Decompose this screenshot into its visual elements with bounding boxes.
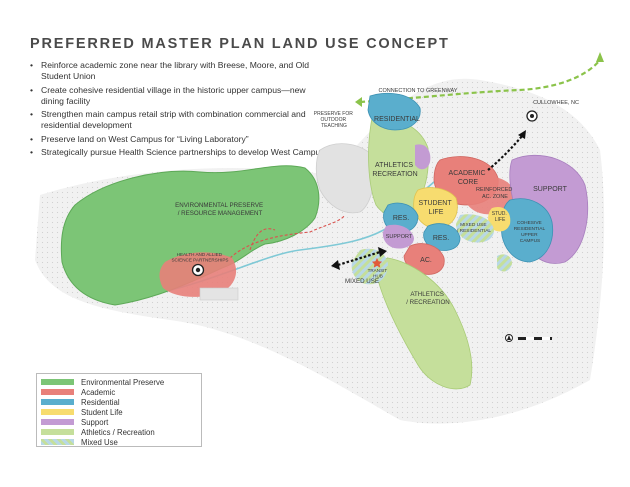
legend-swatch [41, 429, 74, 435]
connection-arrow-icon [518, 130, 526, 139]
map-label-residential: RESIDENTIAL [374, 116, 420, 123]
legend-swatch [41, 379, 74, 385]
page-title: PREFERRED MASTER PLAN LAND USE CONCEPT [30, 36, 450, 52]
scale-bar-segment [542, 337, 550, 340]
legend-label: Athletics / Recreation [81, 427, 155, 437]
bullet-item: Create cohesive residential village in t… [30, 85, 330, 107]
environmental-preserve-zone [60, 165, 320, 306]
greenway-path [359, 59, 601, 104]
map-label-mixed-use: MIXED USE [345, 278, 379, 285]
building-footprint [199, 287, 239, 301]
map-label-res-1: RES. [393, 215, 409, 222]
map-legend: Environmental Preserve Academic Resident… [36, 373, 202, 447]
legend-item: Athletics / Recreation [41, 427, 201, 437]
connection-arrow-left-icon [331, 260, 340, 270]
target-icon-center [530, 114, 534, 118]
bullet-list: Reinforce academic zone near the library… [30, 60, 330, 161]
transit-hub-icon [371, 258, 383, 268]
map-label-cullowhee: CULLOWHEE, NC [533, 100, 579, 106]
greenway-arrow-left-icon [355, 97, 362, 107]
legend-item: Student Life [41, 407, 201, 417]
bullet-item: Preserve land on West Campus for “Living… [30, 134, 330, 145]
residential-zone-center [423, 223, 461, 251]
bullet-item: Strengthen main campus retail strip with… [30, 109, 330, 131]
legend-label: Mixed Use [81, 437, 118, 447]
legend-swatch [41, 439, 74, 445]
legend-item: Environmental Preserve [41, 377, 201, 387]
target-icon-center [195, 267, 201, 273]
map-label-outdoor-teaching: PRESERVE FOR OUTDOOR TEACHING [314, 111, 354, 129]
map-label-support-small: SUPPORT [386, 234, 413, 240]
legend-label: Environmental Preserve [81, 377, 165, 387]
connection-arrow-right-icon [378, 247, 387, 257]
map-label-stud-life: STUD. LIFE [492, 211, 508, 223]
map-label-academic-core: ACADEMIC CORE [449, 170, 488, 186]
legend-label: Academic [81, 387, 116, 397]
legend-swatch [41, 389, 74, 395]
mixed-use-zone-east [497, 254, 512, 272]
legend-swatch [41, 419, 74, 425]
map-label-student-life: STUDENT LIFE [419, 200, 454, 216]
map-label-support: SUPPORT [533, 186, 567, 193]
legend-item: Mixed Use [41, 437, 201, 447]
stud-life-zone [488, 206, 511, 232]
reinforced-ac-zone [464, 176, 516, 215]
mixed-use-residential-zone [456, 214, 494, 243]
trail-path [229, 214, 346, 259]
map-label-connection-greenway: CONNECTION TO GREENWAY [379, 88, 458, 94]
north-arrow-needle [507, 335, 511, 340]
bullet-item: Strategically pursue Health Science part… [30, 147, 330, 158]
scale-bar [518, 337, 552, 340]
map-label-athletics-recreation-bottom: ATHLETICS / RECREATION [406, 291, 450, 306]
residential-zone-top [367, 92, 421, 131]
bullet-item: Reinforce academic zone near the library… [30, 60, 330, 82]
outdoor-teaching-zone [315, 143, 375, 214]
map-label-cohesive-residential: COHESIVE RESIDENTIAL UPPER CAMPUS [514, 220, 547, 244]
map-label-reinforced-ac-zone: REINFORCED AC. ZONE [476, 187, 514, 200]
legend-swatch [41, 409, 74, 415]
connection-arrow [487, 135, 523, 171]
map-label-transit-hub: TRANSIT HUB [368, 268, 389, 279]
legend-item: Academic [41, 387, 201, 397]
support-zone-small [382, 224, 414, 249]
connection-arrow [337, 250, 381, 267]
greenway-arrow-icon [596, 52, 604, 62]
support-zone-top [415, 144, 431, 170]
map-label-mixed-use-residential: MIXED USE / RESIDENTIAL [457, 222, 491, 234]
map-label-res-2: RES. [433, 235, 449, 242]
map-label-ac: AC. [420, 257, 432, 264]
map-label-environmental-preserve: ENVIRONMENTAL PRESERVE / RESOURCE MANAGE… [175, 202, 265, 217]
legend-item: Support [41, 417, 201, 427]
scale-bar-segment [526, 337, 534, 340]
map-label-athletics-recreation-top: ATHLETICS RECREATION [372, 162, 417, 178]
map-label-health-allied: HEALTH AND ALLIED SCIENCE PARTNERSHIPS [171, 252, 228, 263]
legend-label: Support [81, 417, 109, 427]
legend-item: Residential [41, 397, 201, 407]
legend-label: Student Life [81, 407, 123, 417]
legend-label: Residential [81, 397, 120, 407]
legend-swatch [41, 399, 74, 405]
trail-path [249, 228, 276, 251]
